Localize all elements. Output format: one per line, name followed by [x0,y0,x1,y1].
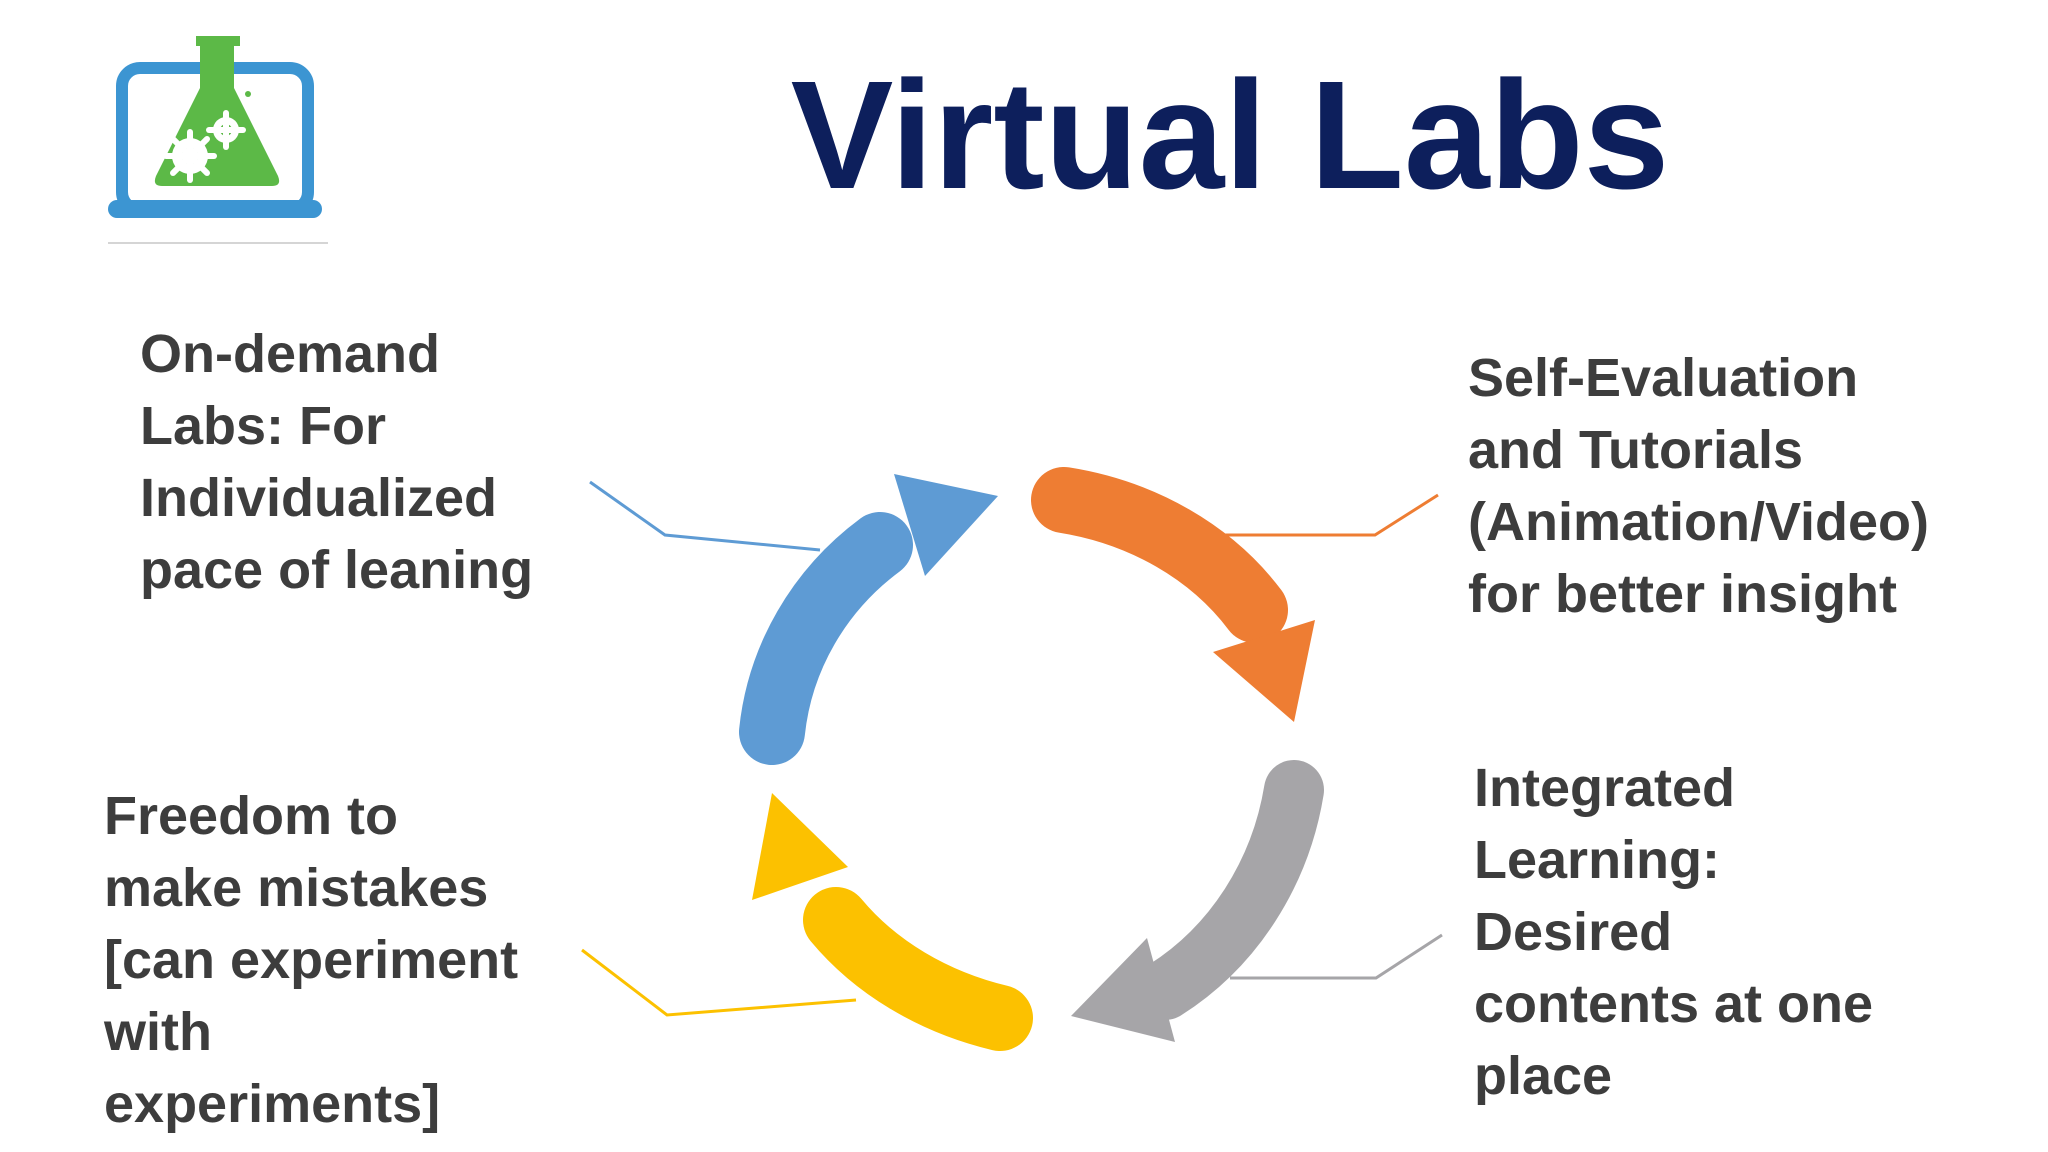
label-line: with [104,1002,212,1062]
page-title: Virtual Labs [790,49,1670,221]
label-line: for better insight [1468,564,1897,624]
cycle-arrow-gray [1071,760,1324,1042]
connector-bottom-right [1230,933,1443,980]
logo-divider [108,242,328,244]
connector-top-left [589,480,821,552]
label-line: experiments] [104,1074,441,1134]
label-line: (Animation/Video) [1468,492,1930,552]
connector-top-right [1225,493,1439,537]
label-freedom-to-make-mistakes: Freedom to make mistakes [can experiment… [104,780,518,1140]
connector-bottom-left [581,948,857,1017]
cycle-arrow-orange [1031,467,1315,722]
label-line: and Tutorials [1468,420,1804,480]
label-on-demand-labs: On-demand Labs: For Individualized pace … [140,318,533,606]
label-line: make mistakes [104,858,489,918]
cycle-arrow-yellow [752,793,1033,1051]
label-integrated-learning: Integrated Learning: Desired contents at… [1474,752,1873,1112]
cycle-arrow-blue [739,474,998,765]
virtual-labs-logo-icon [108,36,322,218]
label-line: Freedom to [104,786,399,846]
label-line: Self-Evaluation [1468,348,1859,408]
label-line: Labs: For [140,396,387,456]
label-line: contents at one [1474,974,1874,1034]
label-line: On-demand [140,324,441,384]
label-line: Learning: [1474,830,1721,890]
label-line: Integrated [1474,758,1736,818]
label-line: Individualized [140,468,498,528]
label-line: [can experiment [104,930,519,990]
label-line: place [1474,1046,1613,1106]
label-line: pace of leaning [140,540,534,600]
label-line: Desired [1474,902,1673,962]
label-self-evaluation: Self-Evaluation and Tutorials (Animation… [1468,342,1929,630]
